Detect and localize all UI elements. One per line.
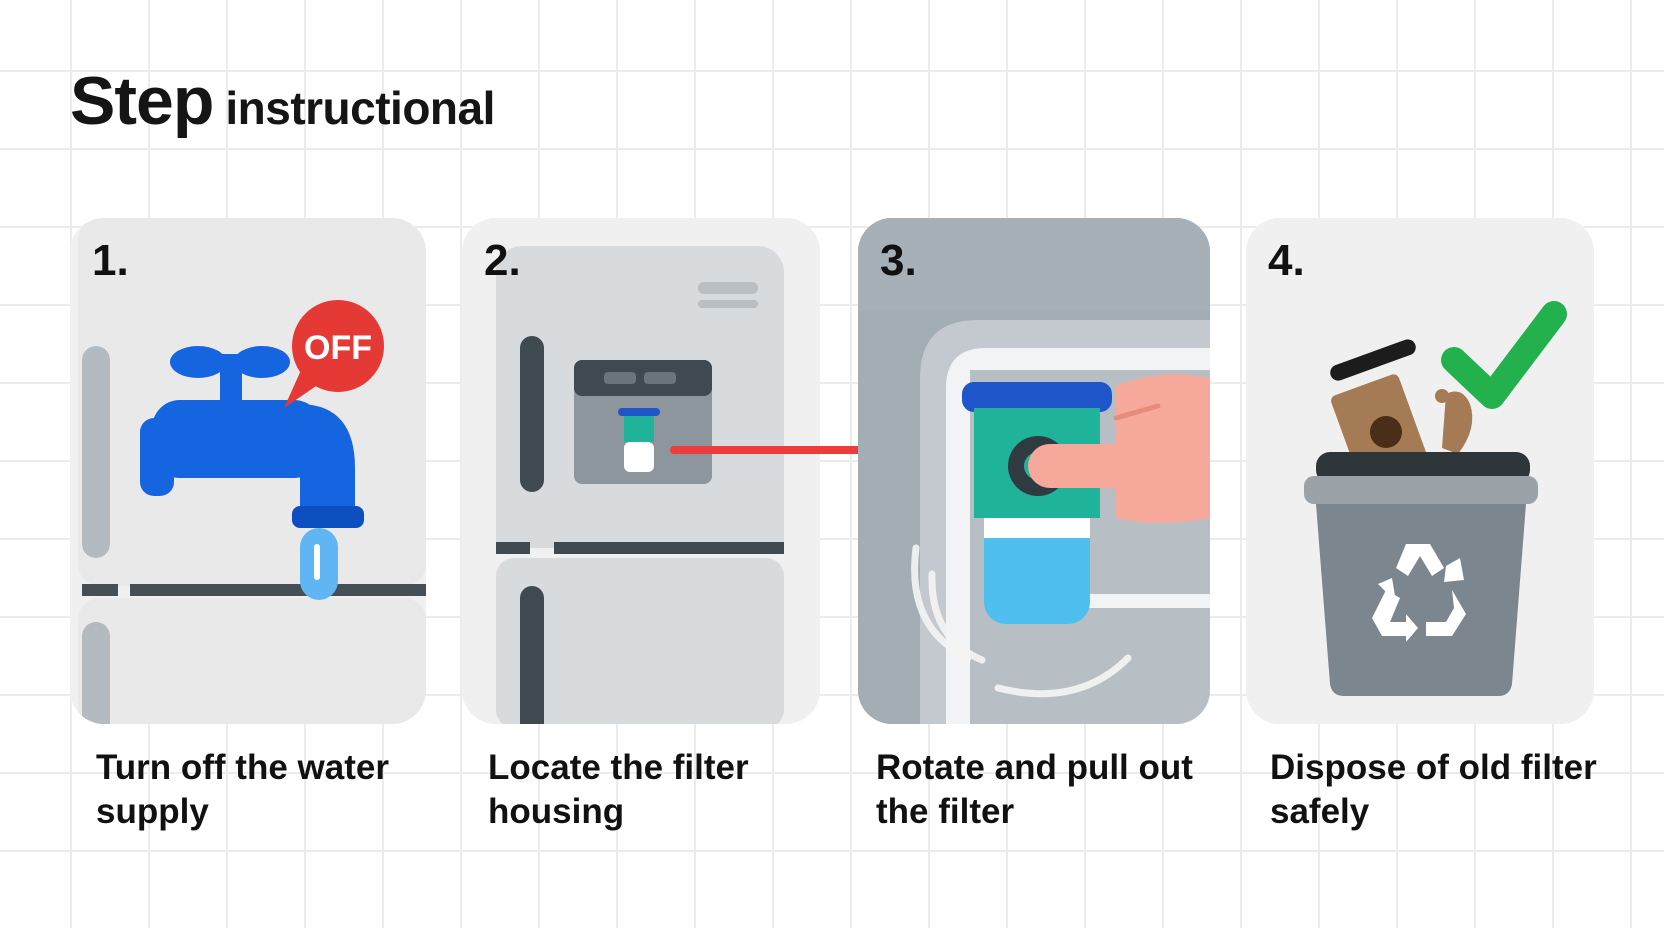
checkmark-icon	[1441, 301, 1567, 409]
rotation-motion-icon	[911, 544, 1132, 698]
step-1-caption: Turn off the water supply	[96, 748, 389, 831]
step-4-number: 4.	[1268, 236, 1305, 285]
title-rest: instructional	[225, 82, 495, 134]
step-4-card: 4.	[1246, 218, 1594, 724]
step-1-number: 1.	[92, 236, 129, 285]
off-badge-label: OFF	[304, 329, 372, 367]
step-3-caption: Rotate and pull out the filter	[876, 748, 1193, 831]
title-main: Step	[70, 63, 214, 139]
hand-icon	[1028, 374, 1210, 523]
step-1-card: OFF 1.	[70, 218, 426, 724]
step-3-illustration	[858, 218, 1210, 724]
step-4-caption: Dispose of old filter safely	[1270, 748, 1597, 831]
faucet-icon	[140, 346, 364, 600]
step-4-illustration	[1246, 218, 1594, 724]
step-3-number: 3.	[880, 236, 917, 285]
step-1-illustration: OFF	[70, 218, 426, 724]
step-3-card: 3.	[858, 218, 1210, 724]
step-2-caption: Locate the filter housing	[488, 748, 749, 831]
recycle-bin-icon	[1304, 452, 1538, 696]
filter-cartridge-icon	[962, 382, 1112, 624]
step-2-number: 2.	[484, 236, 521, 285]
refrigerator-icon	[496, 246, 784, 724]
off-badge: OFF	[284, 300, 384, 408]
